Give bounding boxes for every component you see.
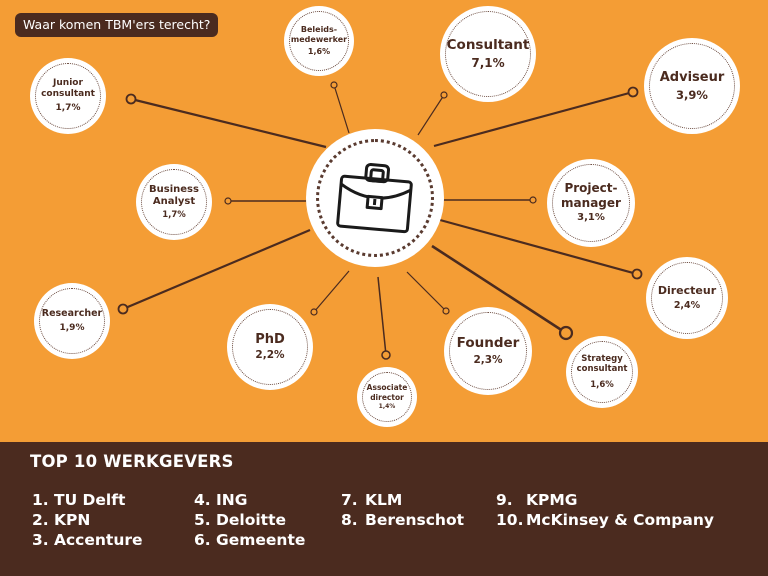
employer-item: 8.Berenschot [341,511,465,529]
connector-researcher [122,228,311,311]
employer-item: 7.KLM [341,491,403,509]
connector-founder [406,271,447,312]
connector-dot-phd [310,308,318,316]
employer-item: 9.KPMG [496,491,578,509]
connector-dot-adviseur [627,86,639,98]
connector-lines [117,81,643,360]
connector-dot-projectmanager [529,196,537,204]
employer-item: 2.KPN [32,511,91,529]
connector-junior-consultant [130,97,327,149]
connector-strategy-consultant [431,244,567,335]
employer-item: 6.Gemeente [194,531,306,549]
connector-dot-junior-consultant [125,93,137,105]
connector-consultant [417,94,445,136]
connector-adviseur [433,90,634,148]
connector-dot-associate-director [381,350,391,360]
employer-item: 5.Deloitte [194,511,286,529]
employer-item: 3.Accenture [32,531,143,549]
briefcase-icon [336,163,413,234]
diagram-title: Waar komen TBM'ers terecht? [15,13,219,37]
connector-dot-strategy-consultant [558,325,574,341]
employers-column-3: 7.KLM 8.Berenschot [341,490,464,530]
connector-directeur [439,218,638,276]
top-employers-panel: TOP 10 WERKGEVERS 1.TU Delft 2.KPN 3.Acc… [0,442,768,576]
employers-column-1: 1.TU Delft 2.KPN 3.Accenture [32,490,143,550]
employer-item: 10.McKinsey & Company [496,511,714,529]
connector-dot-business-analyst [224,197,232,205]
connector-dot-founder [442,307,450,315]
connector-phd [313,270,350,313]
employer-item: 1.TU Delft [32,491,126,509]
employers-column-4: 9.KPMG 10.McKinsey & Company [496,490,714,530]
connector-associate-director [377,276,387,356]
center-hub [306,129,444,267]
connector-beleidsmedewerker [333,84,350,134]
connector-dot-directeur [631,268,643,280]
connector-dot-beleidsmedewerker [330,81,338,89]
connector-dot-consultant [440,91,448,99]
employer-item: 4.ING [194,491,248,509]
connector-dot-researcher [117,303,129,315]
employers-column-2: 4.ING 5.Deloitte 6.Gemeente [194,490,305,550]
employers-title: TOP 10 WERKGEVERS [30,452,234,471]
